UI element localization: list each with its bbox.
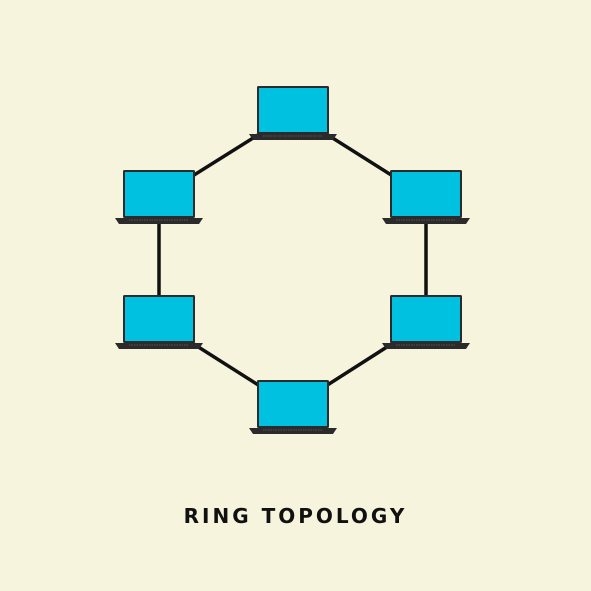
laptop-icon-lower-left bbox=[115, 295, 203, 349]
laptop-icon-lower-right bbox=[382, 295, 470, 349]
links-layer bbox=[157, 111, 428, 409]
laptop-base bbox=[249, 134, 337, 140]
laptop-base bbox=[249, 428, 337, 434]
laptop-base bbox=[382, 218, 470, 224]
laptop-screen bbox=[125, 297, 193, 341]
laptop-icon-bottom bbox=[249, 380, 337, 434]
laptop-screen bbox=[259, 382, 327, 426]
laptop-icon-upper-left bbox=[115, 170, 203, 224]
nodes-layer bbox=[115, 86, 470, 434]
laptop-icon-upper-right bbox=[382, 170, 470, 224]
laptop-screen bbox=[392, 172, 460, 216]
laptop-icon-top bbox=[249, 86, 337, 140]
laptop-screen bbox=[259, 88, 327, 132]
laptop-screen bbox=[392, 297, 460, 341]
laptop-screen bbox=[125, 172, 193, 216]
laptop-base bbox=[115, 218, 203, 224]
laptop-base bbox=[382, 343, 470, 349]
laptop-base bbox=[115, 343, 203, 349]
diagram-title: RING TOPOLOGY bbox=[183, 504, 408, 528]
